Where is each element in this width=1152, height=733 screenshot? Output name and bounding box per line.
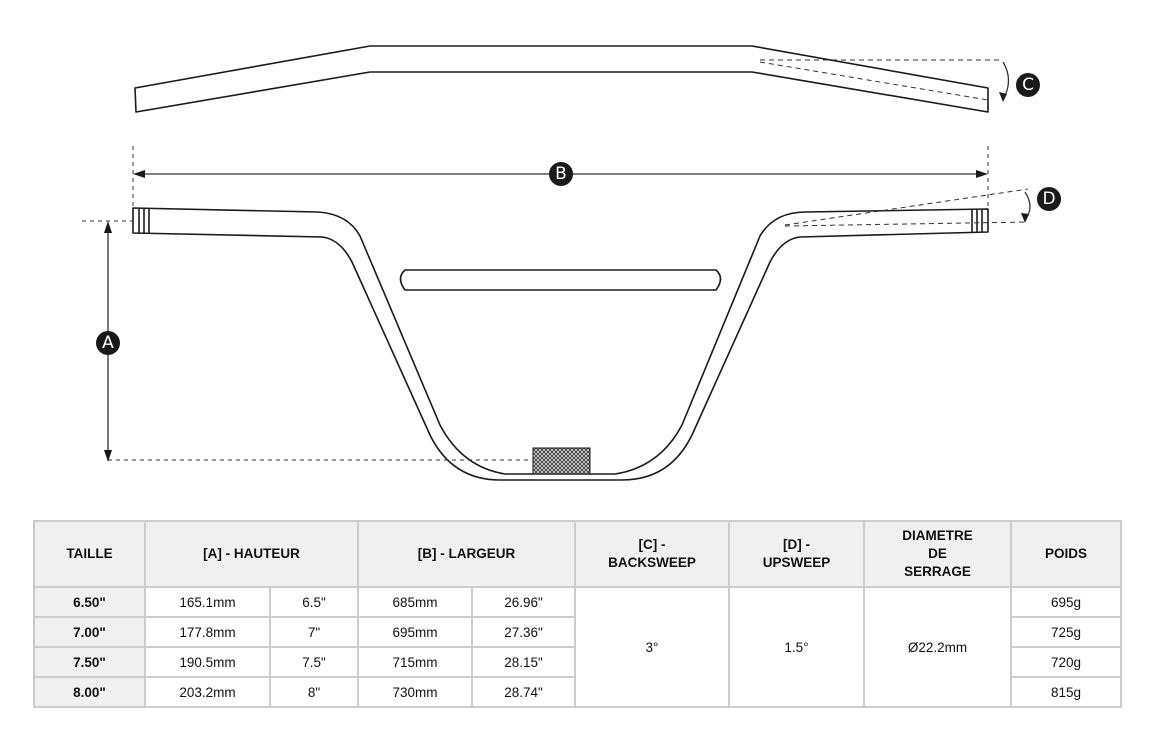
spec-table: TAILLE [A] - HAUTEUR [B] - LARGEUR [C] -… bbox=[33, 520, 1122, 708]
header-diametre-line1: DIAMETRE bbox=[902, 528, 973, 543]
header-hauteur: [A] - HAUTEUR bbox=[144, 520, 359, 588]
width-in-cell: 28.74" bbox=[471, 676, 576, 708]
label-a-badge: A bbox=[96, 331, 120, 355]
size-cell: 7.50" bbox=[33, 646, 146, 678]
label-d-text: D bbox=[1042, 189, 1055, 209]
table-row: 8.00" 203.2mm 8" 730mm 28.74" 815g bbox=[33, 676, 1122, 708]
weight-cell: 815g bbox=[1010, 676, 1122, 708]
header-upsweep-line2: UPSWEEP bbox=[762, 555, 831, 570]
width-mm-cell: 695mm bbox=[357, 616, 473, 648]
header-poids: POIDS bbox=[1010, 520, 1122, 588]
height-mm-cell: 177.8mm bbox=[144, 616, 271, 648]
header-diametre: DIAMETRE DE SERRAGE bbox=[863, 520, 1012, 588]
clamp-diameter-cell: Ø22.2mm bbox=[863, 586, 1012, 708]
header-backsweep: [C] - BACKSWEEP bbox=[574, 520, 730, 588]
header-backsweep-line1: [C] - bbox=[638, 537, 666, 552]
knurled-clamp-area bbox=[532, 447, 591, 475]
label-d-badge: D bbox=[1037, 187, 1061, 211]
width-in-cell: 28.15" bbox=[471, 646, 576, 678]
height-in-cell: 8" bbox=[269, 676, 359, 708]
label-b-text: B bbox=[555, 164, 567, 184]
handlebar-front-view bbox=[132, 207, 989, 481]
label-c-text: C bbox=[1022, 75, 1034, 95]
height-in-cell: 7" bbox=[269, 616, 359, 648]
weight-cell: 720g bbox=[1010, 646, 1122, 678]
height-mm-cell: 165.1mm bbox=[144, 586, 271, 618]
header-upsweep-line1: [D] - bbox=[783, 537, 810, 552]
width-in-cell: 26.96" bbox=[471, 586, 576, 618]
weight-cell: 725g bbox=[1010, 616, 1122, 648]
header-taille: TAILLE bbox=[33, 520, 146, 588]
header-upsweep: [D] - UPSWEEP bbox=[728, 520, 865, 588]
header-backsweep-line2: BACKSWEEP bbox=[608, 555, 696, 570]
size-cell: 6.50" bbox=[33, 586, 146, 618]
table-header-row: TAILLE [A] - HAUTEUR [B] - LARGEUR [C] -… bbox=[33, 520, 1122, 588]
dimension-arrowheads bbox=[104, 92, 1029, 462]
weight-cell: 695g bbox=[1010, 586, 1122, 618]
header-diametre-line2: DE bbox=[928, 546, 947, 561]
size-cell: 7.00" bbox=[33, 616, 146, 648]
table-row: 6.50" 165.1mm 6.5" 685mm 26.96" 3° 1.5° … bbox=[33, 586, 1122, 708]
dimension-lines bbox=[82, 59, 1031, 461]
height-in-cell: 6.5" bbox=[269, 586, 359, 618]
header-diametre-line3: SERRAGE bbox=[904, 564, 971, 579]
handlebar-top-view bbox=[134, 45, 989, 113]
table-row: 7.50" 190.5mm 7.5" 715mm 28.15" 720g bbox=[33, 646, 1122, 678]
upsweep-cell: 1.5° bbox=[728, 586, 865, 708]
label-a-text: A bbox=[102, 333, 114, 353]
handlebar-diagram: A B C D bbox=[82, 45, 1061, 481]
height-mm-cell: 203.2mm bbox=[144, 676, 271, 708]
width-mm-cell: 730mm bbox=[357, 676, 473, 708]
label-c-badge: C bbox=[1016, 73, 1040, 97]
width-in-cell: 27.36" bbox=[471, 616, 576, 648]
size-cell: 8.00" bbox=[33, 676, 146, 708]
label-b-badge: B bbox=[549, 162, 573, 186]
width-mm-cell: 715mm bbox=[357, 646, 473, 678]
height-in-cell: 7.5" bbox=[269, 646, 359, 678]
width-mm-cell: 685mm bbox=[357, 586, 473, 618]
header-largeur: [B] - LARGEUR bbox=[357, 520, 576, 588]
height-mm-cell: 190.5mm bbox=[144, 646, 271, 678]
backsweep-cell: 3° bbox=[574, 586, 730, 708]
table-row: 7.00" 177.8mm 7" 695mm 27.36" 725g bbox=[33, 616, 1122, 648]
